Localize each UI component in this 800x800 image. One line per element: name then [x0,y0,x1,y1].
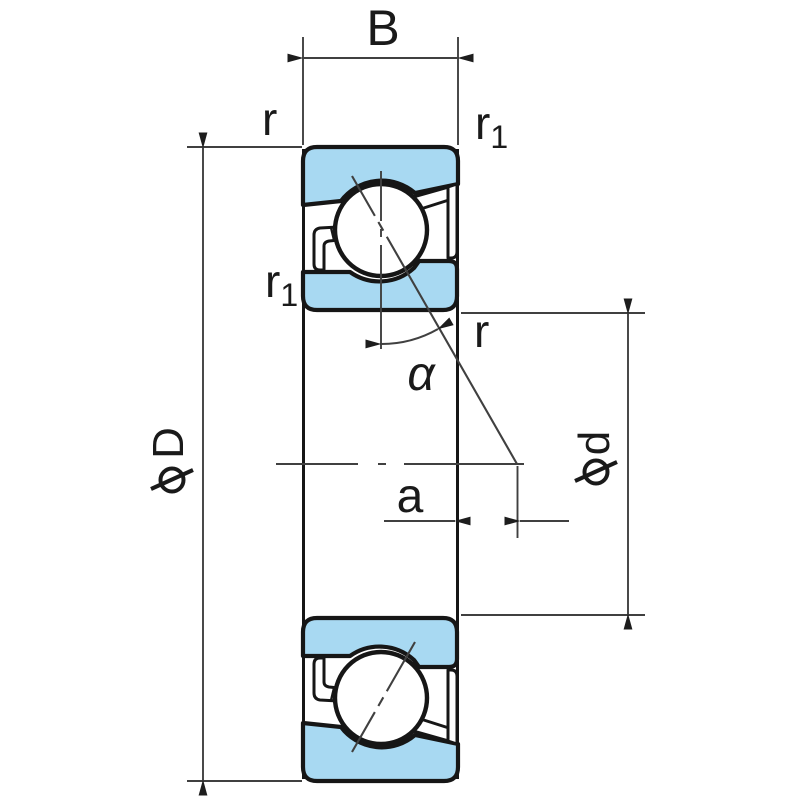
label-offset: a [397,470,424,523]
label-outer-diameter: D [144,427,194,494]
width-dimension: B [287,0,474,145]
offset-dimension: a [384,466,569,538]
contact-line-lower [351,641,416,753]
bearing-lower-half [303,618,458,781]
outer-diameter-dimension: D [144,132,302,796]
contact-angle-arc [365,317,454,349]
label-corner-radius-top-left: r [262,93,277,145]
phi-icon-outer [150,466,194,494]
bore-letter: d [570,431,619,455]
label-corner-radius-mid-right: r [474,305,489,357]
label-contact-angle: α [407,348,436,401]
label-width: B [366,0,399,56]
label-corner-radius-top-right: r1 [475,97,508,155]
od-letter: D [144,427,193,459]
label-bore-diameter: d [570,431,619,486]
phi-icon-bore [574,458,618,486]
bore-diameter-dimension: d [461,298,645,630]
label-corner-radius-mid-left: r1 [265,255,298,313]
